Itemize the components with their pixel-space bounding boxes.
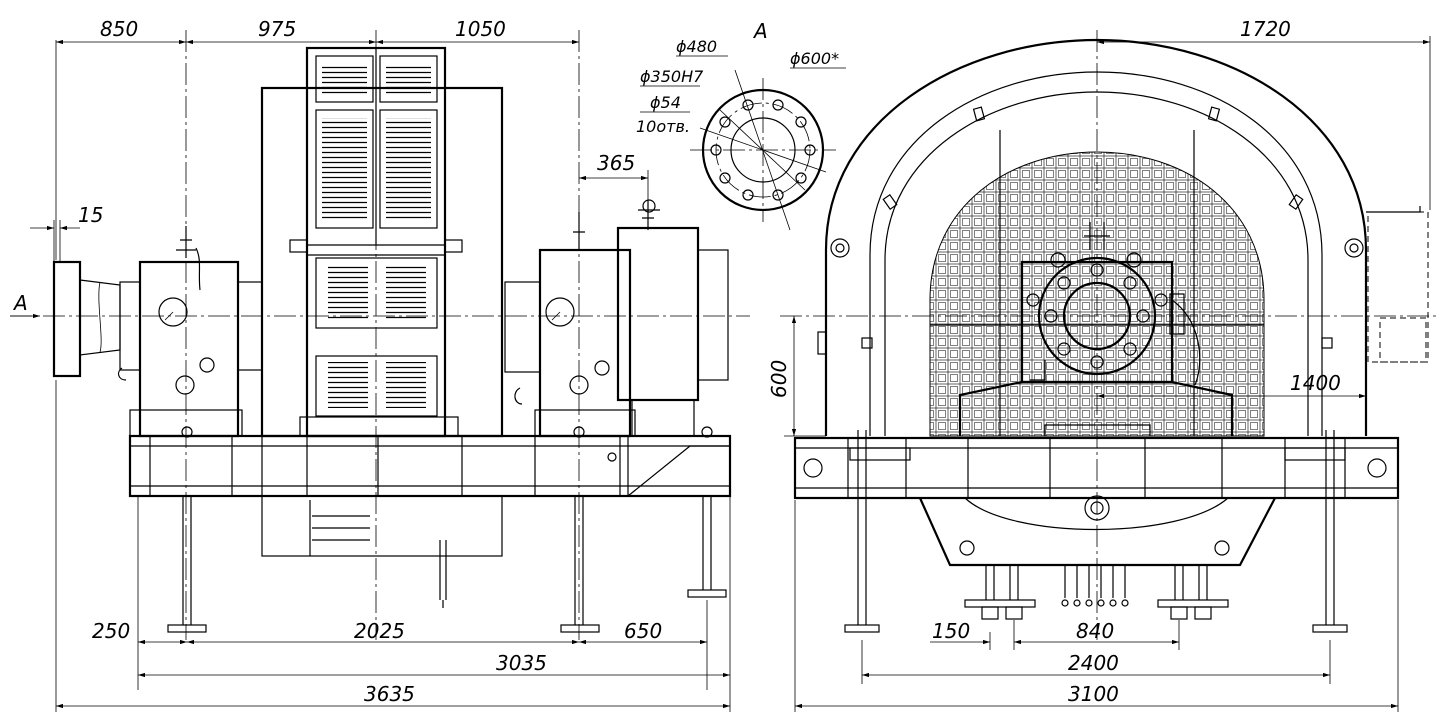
dim-1400: 1400 bbox=[1290, 371, 1341, 395]
exciter-housing bbox=[616, 199, 729, 437]
left-shaft bbox=[52, 260, 121, 378]
flange-diameter-480: ϕ480 bbox=[676, 37, 717, 56]
flange-diameter-600: ϕ600* bbox=[790, 49, 839, 68]
side-view bbox=[780, 30, 1440, 640]
dim-150: 150 bbox=[932, 619, 970, 643]
dim-975: 975 bbox=[258, 17, 296, 41]
foundation-bolts bbox=[167, 426, 727, 633]
front-view-dimensions: 850 975 1050 365 15 A 250 2025 650 3035 … bbox=[10, 17, 731, 712]
left-bearing bbox=[117, 226, 263, 438]
dim-3100: 3100 bbox=[1068, 682, 1119, 706]
dim-2025: 2025 bbox=[354, 619, 405, 643]
dim-1050: 1050 bbox=[455, 17, 506, 41]
view-label-a-top: A bbox=[752, 19, 768, 43]
front-view bbox=[10, 30, 750, 640]
dim-250: 250 bbox=[92, 619, 130, 643]
dim-600: 600 bbox=[767, 360, 791, 398]
view-label-a-left: A bbox=[12, 291, 28, 315]
side-view-dimensions: 1720 600 1400 150 840 2400 3100 bbox=[767, 17, 1431, 712]
base-frame bbox=[128, 434, 732, 498]
right-bearing bbox=[504, 212, 636, 438]
dim-840: 840 bbox=[1076, 619, 1114, 643]
dim-2400: 2400 bbox=[1068, 651, 1119, 675]
side-base-frame bbox=[793, 436, 1400, 500]
flange-hole-count: 10отв. bbox=[636, 117, 690, 136]
dim-3635: 3635 bbox=[364, 682, 415, 706]
dim-650: 650 bbox=[624, 619, 662, 643]
flange-view: A ϕ480 ϕ600* ϕ350H7 ϕ54 10отв. bbox=[636, 19, 846, 231]
dim-850: 850 bbox=[100, 17, 138, 41]
machine-body bbox=[260, 46, 504, 608]
dim-1720: 1720 bbox=[1240, 17, 1291, 41]
flange-bore-350h7: ϕ350H7 bbox=[640, 67, 704, 86]
flange-hole-54: ϕ54 bbox=[650, 93, 681, 112]
side-foundation-bolts bbox=[844, 430, 1348, 633]
dim-3035: 3035 bbox=[496, 651, 547, 675]
dim-365: 365 bbox=[597, 151, 635, 175]
dim-15: 15 bbox=[78, 203, 103, 227]
